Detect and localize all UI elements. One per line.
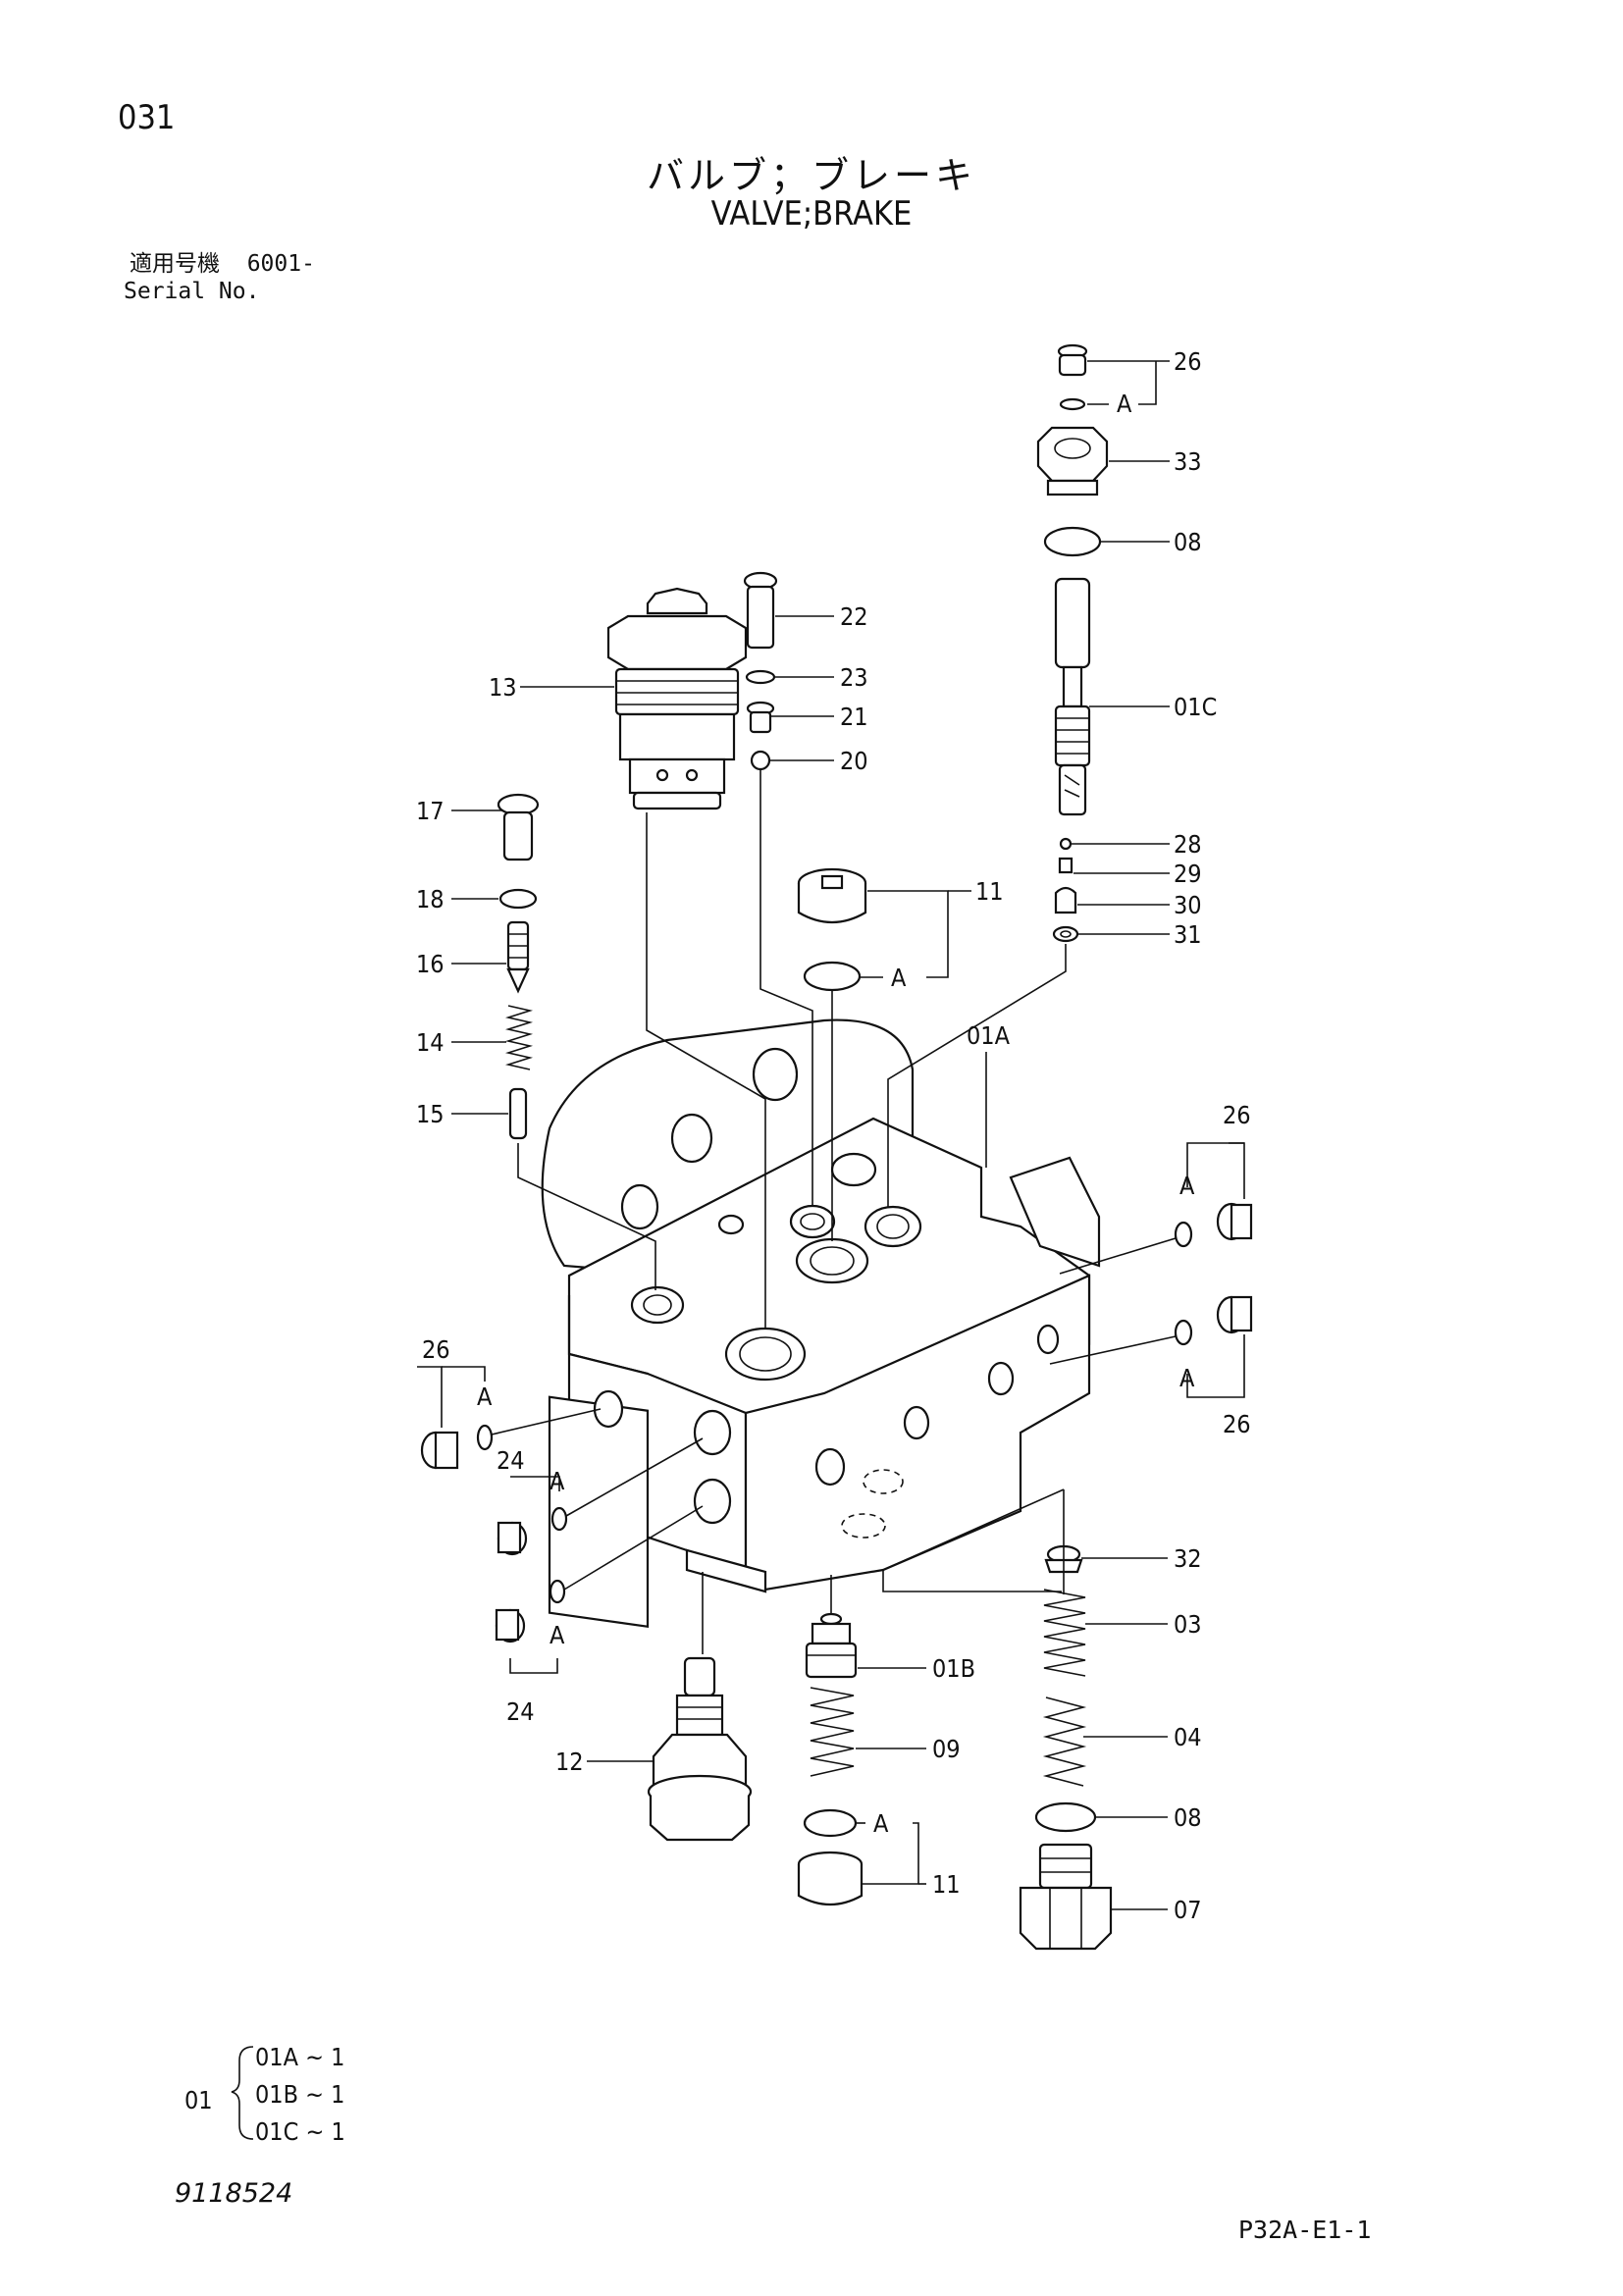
- callout-28: 28: [1174, 830, 1202, 859]
- part-21-plug: [746, 701, 775, 734]
- part-26-plug-right-upper: [1174, 1202, 1253, 1248]
- callout-a-right-upper: A: [1179, 1172, 1195, 1200]
- callout-01A: 01A: [967, 1021, 1011, 1050]
- callout-31: 31: [1174, 920, 1202, 949]
- assembly-row-01B: 01B ~ 1: [255, 2080, 345, 2109]
- part-08-oring-bottom: [1034, 1801, 1097, 1833]
- callout-26-left: 26: [422, 1335, 450, 1364]
- callout-16: 16: [416, 950, 445, 978]
- callout-20: 20: [840, 747, 868, 775]
- part-03-spring: [1043, 1589, 1086, 1677]
- callout-04: 04: [1174, 1723, 1202, 1751]
- part-31-seat: [1052, 925, 1079, 943]
- callout-29: 29: [1174, 860, 1202, 888]
- page-code: P32A-E1-1: [1238, 2216, 1372, 2244]
- part-16-poppet: [506, 920, 530, 994]
- callout-a-right-lower: A: [1179, 1364, 1195, 1392]
- part-12-valve-cartridge: [647, 1656, 753, 1842]
- callout-a-lower: A: [873, 1809, 889, 1838]
- callout-01C: 01C: [1174, 693, 1217, 721]
- callout-15: 15: [416, 1100, 445, 1128]
- callout-14: 14: [416, 1028, 445, 1057]
- callout-24-lower: 24: [506, 1697, 535, 1726]
- part-a-oring-top: [1059, 397, 1086, 411]
- callout-12: 12: [555, 1748, 584, 1776]
- serial-value: 6001-: [246, 251, 315, 277]
- title-english: VALVE;BRAKE: [710, 194, 913, 234]
- part-15-pin: [508, 1087, 528, 1140]
- callout-33: 33: [1174, 447, 1202, 476]
- part-14-spring: [504, 1005, 534, 1070]
- part-29-spring: [1058, 857, 1073, 874]
- valve-body-01A: [541, 1018, 1101, 1629]
- part-01C-spool: [1054, 577, 1091, 816]
- part-23-oring: [745, 669, 776, 685]
- part-22-plug: [743, 571, 778, 650]
- part-11-plug-upper: [797, 867, 867, 923]
- part-01B-spool: [805, 1612, 858, 1679]
- part-11-oring-upper: [803, 961, 862, 992]
- part-30-poppet: [1054, 886, 1077, 914]
- callout-a-left-3: A: [550, 1621, 565, 1649]
- title-japanese: バルブ；ブレーキ: [646, 154, 976, 197]
- assembly-brace: [231, 2046, 254, 2140]
- callout-30: 30: [1174, 891, 1202, 919]
- callout-a-left-2: A: [550, 1467, 565, 1495]
- serial-label-en: Serial No.: [124, 279, 260, 304]
- assembly-row-01C: 01C ~ 1: [255, 2117, 345, 2146]
- callout-08-top: 08: [1174, 528, 1202, 556]
- callout-26-right-upper: 26: [1223, 1101, 1251, 1129]
- callout-18: 18: [416, 885, 445, 913]
- part-28-ball: [1059, 837, 1073, 851]
- callout-a-upper: A: [891, 964, 907, 992]
- callout-21: 21: [840, 703, 868, 731]
- part-a-oring-lower: [803, 1808, 858, 1838]
- callout-32: 32: [1174, 1544, 1202, 1573]
- callout-11-upper: 11: [975, 877, 1004, 906]
- part-24-plug-left-upper: [497, 1506, 568, 1556]
- callout-03: 03: [1174, 1610, 1202, 1639]
- part-13-relief-valve: [606, 587, 748, 810]
- assembly-label: 01: [184, 2086, 213, 2114]
- leader-lines: [417, 360, 1245, 1910]
- part-33-nut: [1036, 426, 1109, 496]
- callout-01B: 01B: [932, 1654, 975, 1683]
- page-number: 031: [118, 98, 176, 137]
- callout-23: 23: [840, 663, 868, 692]
- callout-22: 22: [840, 602, 868, 631]
- serial-label-jp: 適用号機: [130, 251, 220, 277]
- callout-13: 13: [489, 673, 517, 702]
- callout-24-upper: 24: [497, 1446, 525, 1475]
- callout-26-right-lower: 26: [1223, 1410, 1251, 1438]
- part-26-plug-right-lower: [1174, 1295, 1253, 1346]
- assembly-row-01A: 01A ~ 1: [255, 2043, 345, 2071]
- callout-17: 17: [416, 797, 445, 825]
- part-26-plug-top: [1057, 343, 1088, 377]
- part-18-oring: [498, 888, 538, 910]
- part-17-plug: [497, 793, 540, 861]
- callout-07: 07: [1174, 1896, 1202, 1924]
- callout-08-bottom: 08: [1174, 1803, 1202, 1832]
- serial-number-block: 適用号機 6001- Serial No.: [124, 250, 315, 305]
- part-04-spring: [1042, 1696, 1087, 1787]
- callout-26-top: 26: [1174, 347, 1202, 376]
- callout-a-top: A: [1117, 390, 1132, 418]
- part-08-oring-top: [1043, 526, 1102, 557]
- document-number: 9118524: [175, 2178, 293, 2209]
- part-07-plug: [1019, 1843, 1113, 1951]
- part-09-spring: [810, 1687, 855, 1777]
- callout-09: 09: [932, 1735, 961, 1763]
- callout-a-left-1: A: [477, 1383, 493, 1411]
- callout-11-lower: 11: [932, 1870, 961, 1899]
- callout-labels: 26 A 33 08 01C 22 23 21 20 13 17 18 16 1…: [416, 347, 1251, 1924]
- part-26-plug-left: [420, 1424, 494, 1470]
- part-20-ball: [750, 750, 771, 771]
- part-11-plug-lower: [797, 1851, 864, 1905]
- part-24-plug-left-lower: [495, 1579, 566, 1644]
